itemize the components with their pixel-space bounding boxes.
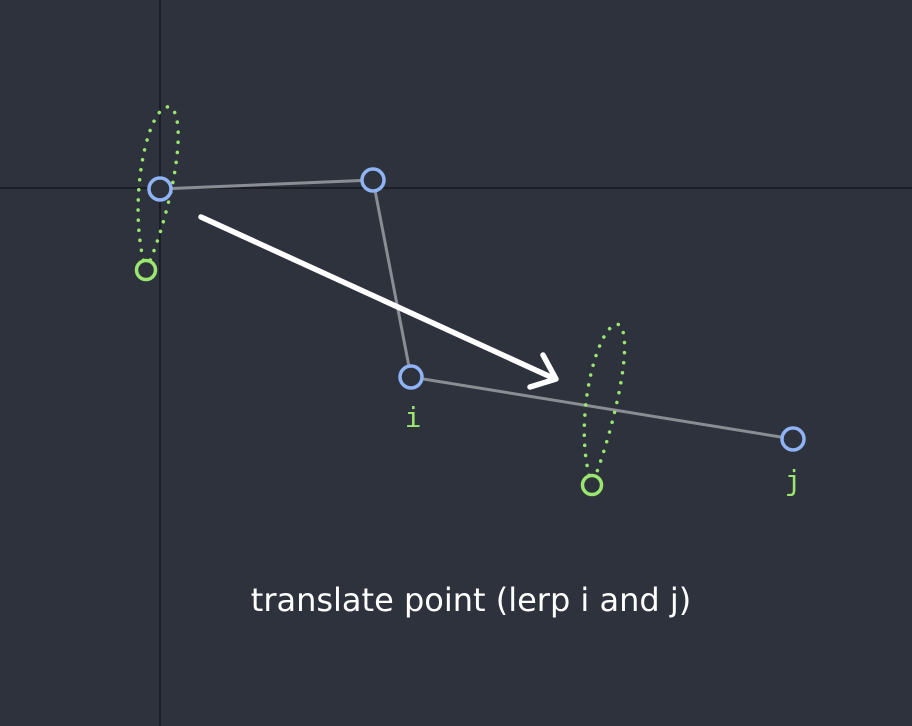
- translation-arrow-shaft: [198, 214, 556, 381]
- translation-arrow-head: [527, 352, 559, 390]
- handle-loop-translated: [582, 322, 627, 491]
- label-i: i: [405, 401, 422, 434]
- vertex-corner[interactable]: [360, 167, 386, 193]
- vertex-start[interactable]: [147, 176, 173, 202]
- label-j: j: [785, 464, 802, 497]
- diagram-caption: translate point (lerp i and j): [251, 581, 691, 619]
- edge-1-i: [371, 179, 413, 378]
- handle-point-translated[interactable]: [580, 473, 604, 497]
- vertex-j[interactable]: [780, 426, 806, 452]
- edge-i-j: [410, 375, 794, 441]
- handle-point-start[interactable]: [134, 258, 158, 282]
- vertex-i[interactable]: [398, 364, 424, 390]
- edge-0-1: [159, 178, 374, 191]
